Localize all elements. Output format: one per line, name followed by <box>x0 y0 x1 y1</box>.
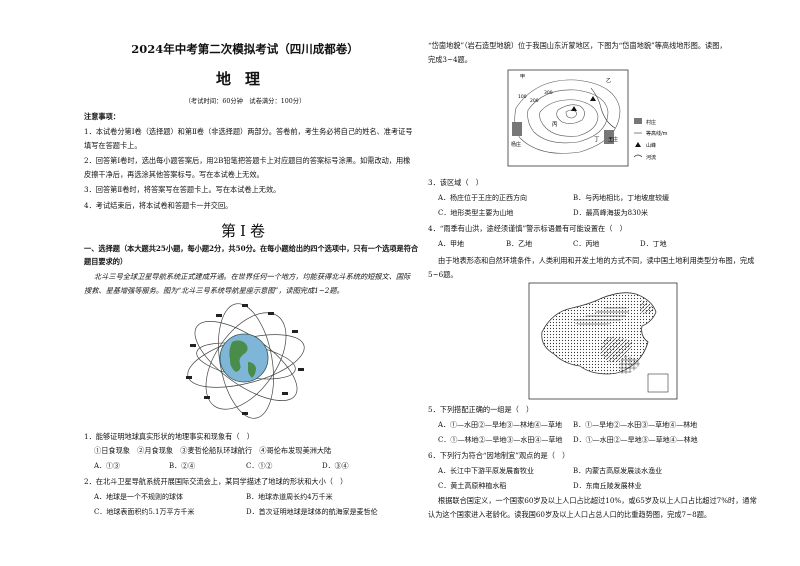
legend-contour: 等高线/m <box>646 130 668 137</box>
intro-text: 完成3~4题。 <box>428 55 472 64</box>
question-1-stem: 1．能够证明地球真实形状的地理事实和现象有（ ） <box>84 432 254 441</box>
q1-option-b[interactable]: B．②④ <box>169 462 196 470</box>
q4-option-c[interactable]: C．丙地 <box>573 240 600 248</box>
q6-option-c[interactable]: C．黄土高原种植水稻 <box>438 482 507 490</box>
legend-peak: 山峰 <box>646 142 656 149</box>
q1-option-c[interactable]: C．①② <box>246 462 273 470</box>
intro-text: “岱崮地貌”（岩石造型地貌）位于我国山东沂蒙地区，下图为“岱崮地貌”等高线地形图… <box>428 41 727 50</box>
q2-option-d[interactable]: D．首次证明地球是球体的航海家是麦哲伦 <box>246 508 378 516</box>
q6-option-d[interactable]: D．东南丘陵发展林业 <box>573 482 642 490</box>
map-label-ding: 丁 <box>594 136 600 143</box>
q3-option-b[interactable]: B．与丙地相比，丁地坡度较缓 <box>573 194 670 202</box>
note-line: 4．考试结束后，将本试卷和答题卡一并交回。 <box>84 201 233 210</box>
contour-label: 200 <box>530 98 539 104</box>
intro-text: 根据联合国定义，一个国家60岁及以上人口占比超过10%，或65岁及以上人口占比超… <box>438 496 757 505</box>
question-6-stem: 6．下列行为符合“因地制宜”观点的是（ ） <box>428 451 570 460</box>
question-2-stem: 2．在北斗卫星导航系统开展国际交流会上，某同学描述了地球的形状和大小（ ） <box>84 477 348 486</box>
subject-title: 地理 <box>215 70 274 88</box>
q3-option-d[interactable]: D．最高峰海拔为830米 <box>573 209 648 217</box>
map-label-yang: 杨庄 <box>511 141 521 148</box>
q4-option-d[interactable]: D．丁地 <box>640 240 667 248</box>
note-line: 2．回答第Ⅰ卷时，选出每小题答案后，用2B铅笔把答题卡上对应题目的答案标号涂黑。… <box>84 156 411 165</box>
q5-option-d[interactable]: D．①—水田②—旱地③—草地④—林地 <box>573 436 698 444</box>
contour-label: 100 <box>518 94 527 100</box>
q5-option-c[interactable]: C．①—林地②—旱地③—水田④—草地 <box>438 436 563 444</box>
beidou-constellation-figure <box>186 303 305 419</box>
intro-text: 搜救、星基增强等服务。图为“北斗三号系统导航星座示意图”，读图完成1~2题。 <box>84 286 344 295</box>
question-3-stem: 3．该区域（ ） <box>428 178 483 187</box>
intro-text: 北斗三号全球卫星导航系统正式建成开通。在世界任何一个地方，均能获得北斗系统的短报… <box>94 272 411 281</box>
q2-option-c[interactable]: C．地球表面积约5.1万平方千米 <box>94 508 195 516</box>
q5-option-a[interactable]: A．①—水田②—旱地③—林地④—草地 <box>438 421 563 429</box>
question-4-stem: 4．“雨季有山洪，途经须谨慎”警示标语最有可能设置在（ ） <box>428 224 627 233</box>
intro-text: 认为这个国家进入老龄化。读我国60岁及以上人口占总人口的比重趋势图，完成7~8题… <box>428 510 712 519</box>
legend-village: 村庄 <box>646 119 656 126</box>
notes-heading: 注意事项： <box>84 112 120 121</box>
section-heading: 题目要求的） <box>84 257 128 266</box>
intro-text: 由于地表形态和自然环境条件，人类利用和开发土地的方式不同，读中国土地利用类型分布… <box>438 256 755 265</box>
q2-option-b[interactable]: B．地球赤道周长约4万千米 <box>246 493 333 501</box>
map-label-yi: 乙 <box>606 77 611 84</box>
note-line: 3．回答第Ⅱ卷时，将答案写在答题卡上。写在本试卷上无效。 <box>84 185 281 194</box>
map-label-bing: 丙 <box>552 121 558 128</box>
q6-option-b[interactable]: B．内蒙古高原发展淡水渔业 <box>573 467 663 475</box>
note-line: 1．本试卷分第Ⅰ卷（选择题）和第Ⅱ卷（非选择题）两部分。答卷前，考生务必将自己的… <box>84 127 413 136</box>
q1-option-d[interactable]: D．③④ <box>322 462 349 470</box>
question-5-stem: 5．下列搭配正确的一组是（ ） <box>428 405 534 414</box>
q5-option-b[interactable]: B．①—旱地②—水田③—草地④—林地 <box>573 421 698 429</box>
legend-river: 河流 <box>646 154 656 161</box>
map-label-wang: 王庄 <box>608 136 618 143</box>
q3-option-c[interactable]: C．地形类型主要为山地 <box>438 209 514 217</box>
q2-option-a[interactable]: A．地球是一个不规则的球体 <box>94 493 184 501</box>
map-label-jia: 甲 <box>520 74 525 80</box>
q3-option-a[interactable]: A．杨庄位于王庄的正西方向 <box>438 194 528 202</box>
intro-text: 5~6题。 <box>428 270 458 279</box>
q4-option-a[interactable]: A．甲地 <box>438 240 465 248</box>
china-land-use-map-figure <box>528 282 678 400</box>
q6-option-a[interactable]: A．长江中下游平原发展畜牧业 <box>438 467 535 475</box>
exam-meta: （考试时间：60分钟 试卷满分：100分） <box>184 98 306 105</box>
section-heading: 一、选择题（本大题共25小题，每小题2分，共50分。在每小题给出的四个选项中，只… <box>84 244 419 253</box>
contour-map-figure: 丙 丁 杨庄 王庄 甲 乙 300 200 100 村庄 等高线/m 山峰 河流 <box>507 69 668 167</box>
q4-option-b[interactable]: B．乙地 <box>506 240 533 248</box>
exam-title: 2024年中考第二次模拟考试（四川成都卷） <box>131 42 359 56</box>
part-heading: 第Ⅰ卷 <box>221 222 269 240</box>
contour-label: 300 <box>544 90 553 96</box>
question-1-items: ①日食现象 ②月食现象 ③麦哲伦船队环球航行 ④哥伦布发现美洲大陆 <box>94 446 332 455</box>
note-line: 皮擦干净后，再选涂其他答案标号。写在本试卷上无效。 <box>84 170 264 179</box>
q1-option-a[interactable]: A．①③ <box>94 462 121 470</box>
note-line: 填写在答题卡上。 <box>84 141 142 150</box>
